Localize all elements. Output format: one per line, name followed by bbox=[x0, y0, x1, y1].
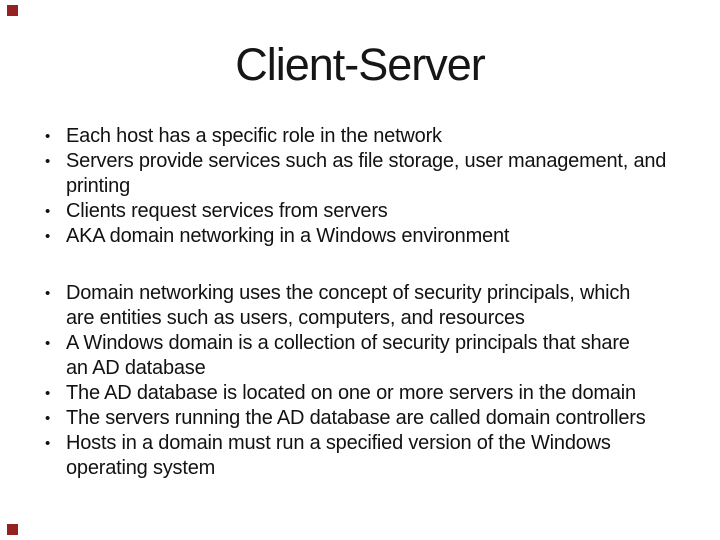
bullet-text: Clients request services from servers bbox=[66, 200, 388, 222]
bullet-icon: • bbox=[45, 203, 51, 220]
bullet-item: • Domain networking uses the concept of s… bbox=[44, 281, 696, 331]
bullet-icon: • bbox=[45, 285, 51, 302]
bullet-icon: • bbox=[45, 335, 51, 352]
bullet-item: • Servers provide services such as file s… bbox=[44, 149, 696, 199]
bullet-item: • AKA domain networking in a Windows envi… bbox=[44, 224, 696, 249]
corner-marker-bottom-left-icon bbox=[7, 524, 18, 535]
bullet-item: • A Windows domain is a collection of sec… bbox=[44, 331, 696, 381]
bullet-item: • The servers running the AD database are… bbox=[44, 406, 696, 431]
bullet-text: The servers running the AD database are … bbox=[66, 407, 646, 429]
bullet-text: Servers provide services such as file st… bbox=[66, 150, 667, 197]
bullet-group-bottom: • Domain networking uses the concept of s… bbox=[44, 281, 696, 481]
bullet-item: • The AD database is located on one or mo… bbox=[44, 381, 696, 406]
bullet-text: Hosts in a domain must run a specified v… bbox=[66, 432, 611, 479]
bullet-icon: • bbox=[45, 128, 51, 145]
slide-title: Client-Server bbox=[235, 39, 486, 90]
bullet-icon: • bbox=[45, 410, 51, 427]
bullet-text: AKA domain networking in a Windows envir… bbox=[66, 225, 510, 247]
bullet-item: • Each host has a specific role in the ne… bbox=[44, 124, 696, 149]
bullet-icon: • bbox=[45, 228, 51, 245]
bullet-item: • Clients request services from servers bbox=[44, 199, 696, 224]
bullet-icon: • bbox=[45, 153, 51, 170]
bullet-icon: • bbox=[45, 385, 51, 402]
bullet-item: • Hosts in a domain must run a specified … bbox=[44, 431, 696, 481]
bullet-text: A Windows domain is a collection of secu… bbox=[66, 332, 630, 379]
bullet-group-top: • Each host has a specific role in the ne… bbox=[44, 124, 696, 249]
bullet-text: Each host has a specific role in the net… bbox=[66, 125, 442, 147]
bullet-text: Domain networking uses the concept of se… bbox=[66, 282, 631, 329]
corner-marker-top-left-icon bbox=[7, 5, 18, 16]
bullet-text: The AD database is located on one or mor… bbox=[66, 382, 636, 404]
bullet-icon: • bbox=[45, 435, 51, 452]
